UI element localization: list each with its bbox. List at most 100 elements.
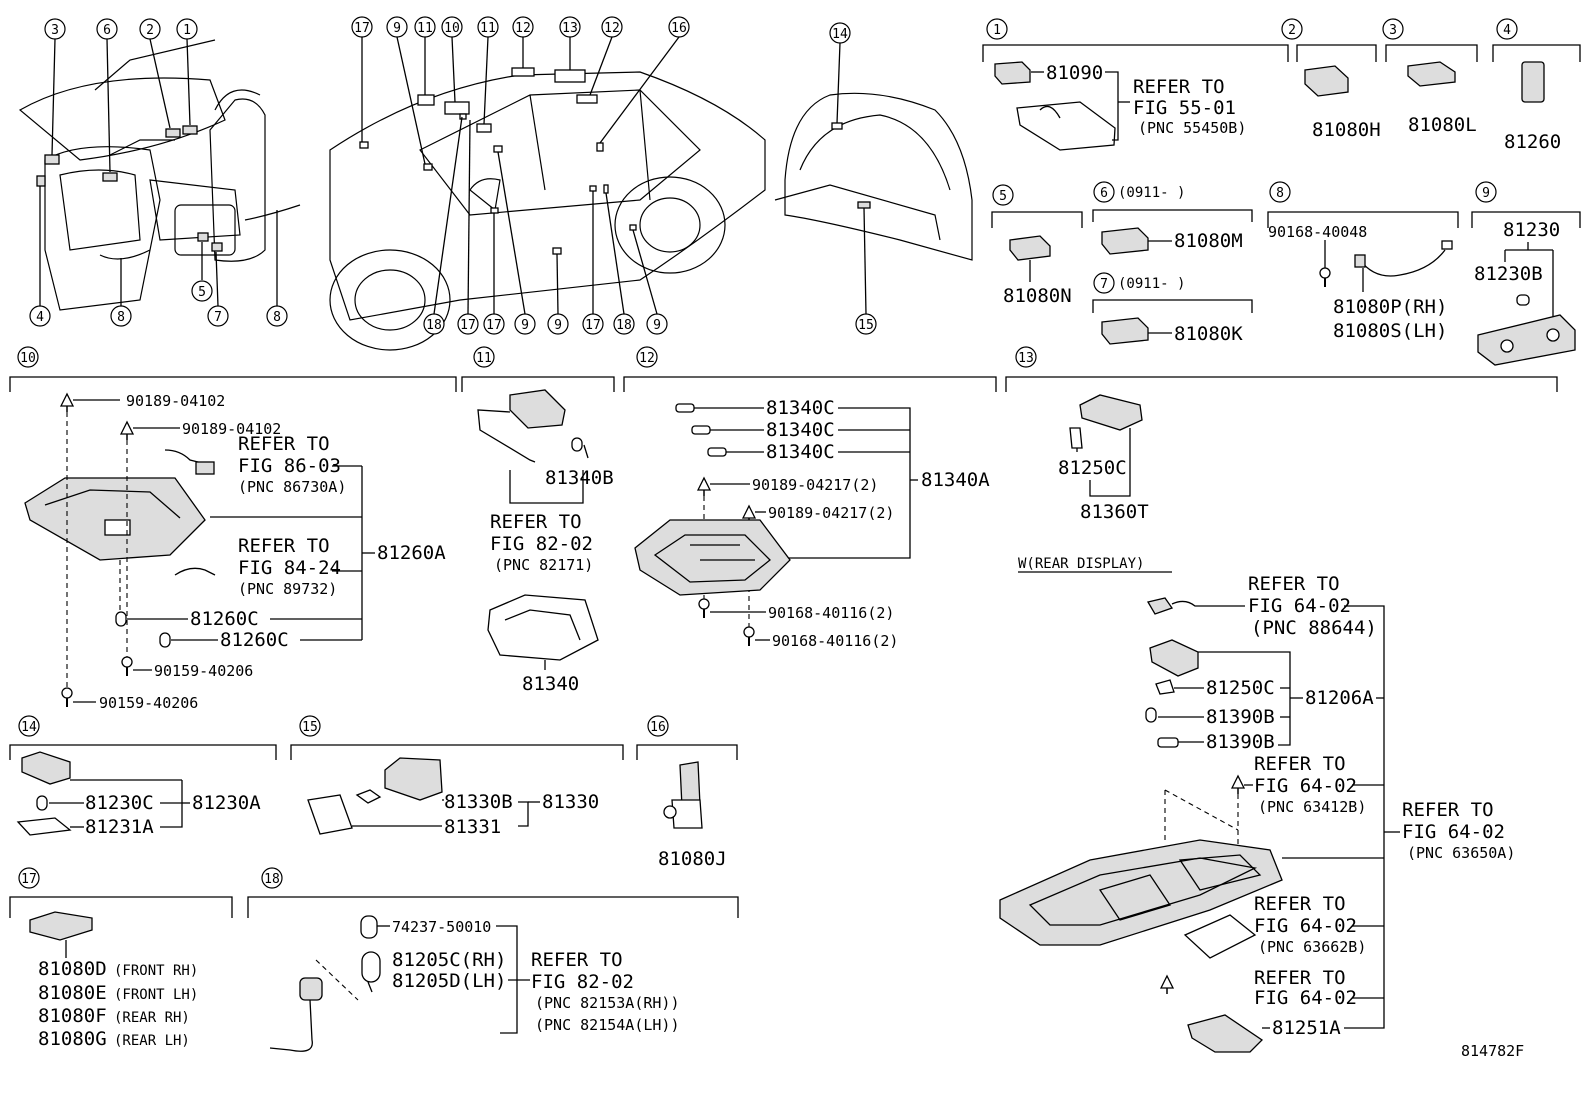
- bulb-part: [159, 632, 171, 648]
- refer-fig: FIG 55-01: [1133, 97, 1236, 119]
- callout-number: 8: [273, 310, 281, 325]
- refer-fig: FIG 64-02: [1254, 987, 1357, 1009]
- part-number: 81330: [542, 791, 599, 813]
- group-9: 9 81230 81230B: [1471, 181, 1581, 366]
- refer-pnc: (PNC 82154A(LH)): [535, 1016, 680, 1034]
- group-number: 14: [21, 720, 37, 735]
- lamp-socket-part: [994, 61, 1031, 85]
- part-number: 81090: [1046, 62, 1103, 84]
- group-18: 18 74237-50010 81205C(RH) 81205D(LH) REF…: [247, 867, 739, 1052]
- lens-part: [1183, 914, 1257, 959]
- rear-display-group: W(REAR DISPLAY) REFER TO FIG 64-02 (PNC …: [999, 556, 1515, 1053]
- lamp-socket-part: [1149, 639, 1199, 677]
- group-2: 2 81080H: [1281, 18, 1381, 141]
- part-number: 81360T: [1080, 501, 1149, 523]
- refer-text: REFER TO: [1254, 967, 1346, 989]
- callout-number: 4: [36, 310, 44, 325]
- refer-fig: FIG 82-02: [531, 971, 634, 993]
- room-lamp-housing-part: [634, 519, 791, 596]
- refer-pnc: (PNC 55450B): [1138, 119, 1246, 137]
- part-number: 81340C: [766, 397, 835, 419]
- map-lamp-housing-part: [24, 477, 206, 561]
- callout-number: 9: [393, 21, 401, 36]
- lamp-part: [1009, 235, 1051, 261]
- refer-text: REFER TO: [531, 949, 623, 971]
- callout-number: 2: [146, 23, 154, 38]
- socket-part: [299, 977, 323, 1001]
- lamp-socket-part: [509, 389, 566, 429]
- group-14: 14 81230C 81230A 81231A: [9, 715, 277, 838]
- group-number: 16: [650, 720, 666, 735]
- rear-display-housing-part: [999, 839, 1283, 946]
- lamp-part: [1304, 65, 1349, 97]
- part-number: 81230A: [192, 792, 261, 814]
- group-number: 5: [999, 189, 1007, 204]
- part-number: 81080H: [1312, 119, 1381, 141]
- lamp-assembly-part: [1477, 314, 1576, 366]
- refer-fig: FIG 64-02: [1254, 915, 1357, 937]
- lamp-part: [1101, 317, 1149, 345]
- callout-number: 8: [117, 310, 125, 325]
- lamp-assembly-part: [487, 594, 599, 661]
- group-12: 12 81340C 81340C 81340C 81340A 90189-042…: [623, 346, 997, 650]
- part-number: 81231A: [85, 816, 154, 838]
- group-1: 1 81090 REFER TO FIG 55-01 (PNC 55450B): [982, 18, 1289, 151]
- callout-number: 14: [832, 27, 848, 42]
- callout-number: 11: [480, 21, 496, 36]
- bulb-part: [115, 611, 127, 627]
- lamp-socket-part: [21, 751, 71, 785]
- part-number: 81330B: [444, 791, 513, 813]
- lamp-part: [1521, 61, 1545, 103]
- vehicle-side-drawing: [329, 67, 766, 351]
- callout-number: 9: [554, 318, 562, 333]
- part-number: 81340C: [766, 441, 835, 463]
- callout-number: 17: [354, 21, 370, 36]
- part-number: 74237-50010: [392, 918, 491, 936]
- part-number: 81080L: [1408, 114, 1477, 136]
- part-number: 81331: [444, 816, 501, 838]
- cover-part: [1187, 1014, 1264, 1053]
- part-number: 90189-04217(2): [752, 476, 878, 494]
- group-7: 7 (0911- ) 81080K: [1092, 272, 1253, 345]
- part-number: 81260: [1504, 131, 1561, 153]
- group-13: 13 81250C 81360T: [1005, 346, 1558, 523]
- part-number: 81080N: [1003, 285, 1072, 307]
- group-8: 8 90168-40048 81080P(RH) 81080S(LH): [1267, 181, 1459, 342]
- bulb-part: [361, 951, 381, 983]
- callout-number: 13: [562, 21, 578, 36]
- section-title: W(REAR DISPLAY): [1018, 556, 1144, 572]
- callout-number: 17: [460, 318, 476, 333]
- group-number: 13: [1018, 351, 1034, 366]
- position-note: (REAR LH): [114, 1033, 190, 1049]
- part-number: 81260A: [377, 542, 446, 564]
- screw-part: [698, 598, 710, 619]
- callout-number: 17: [486, 318, 502, 333]
- refer-pnc: (PNC 89732): [238, 580, 337, 598]
- part-number: 81080J: [658, 848, 727, 870]
- part-number: 81340C: [766, 419, 835, 441]
- refer-fig: FIG 86-03: [238, 455, 341, 477]
- callout-number: 16: [671, 21, 687, 36]
- callout-number: 1: [183, 23, 191, 38]
- lens-part: [307, 794, 353, 835]
- callout-number: 7: [214, 310, 222, 325]
- part-number: 81080D: [38, 958, 107, 980]
- part-number: 81080F: [38, 1005, 107, 1027]
- date-note: (0911- ): [1118, 276, 1185, 292]
- refer-text: REFER TO: [1402, 799, 1494, 821]
- screw-part: [121, 656, 133, 677]
- position-note: (FRONT RH): [114, 963, 198, 979]
- group-number: 15: [302, 720, 318, 735]
- refer-pnc: (PNC 82171): [494, 556, 593, 574]
- lamp-part: [1079, 394, 1143, 431]
- lamp-part: [1407, 61, 1456, 87]
- clip-part: [1231, 775, 1245, 795]
- part-number: 81230: [1503, 219, 1560, 241]
- overview-leaders: [39, 36, 867, 315]
- part-number: 81250C: [1058, 457, 1127, 479]
- callout-number: 18: [616, 318, 632, 333]
- callout-number: 15: [858, 318, 874, 333]
- clip-part: [120, 421, 134, 441]
- callout-number: 6: [103, 23, 111, 38]
- group-number: 1: [993, 23, 1001, 38]
